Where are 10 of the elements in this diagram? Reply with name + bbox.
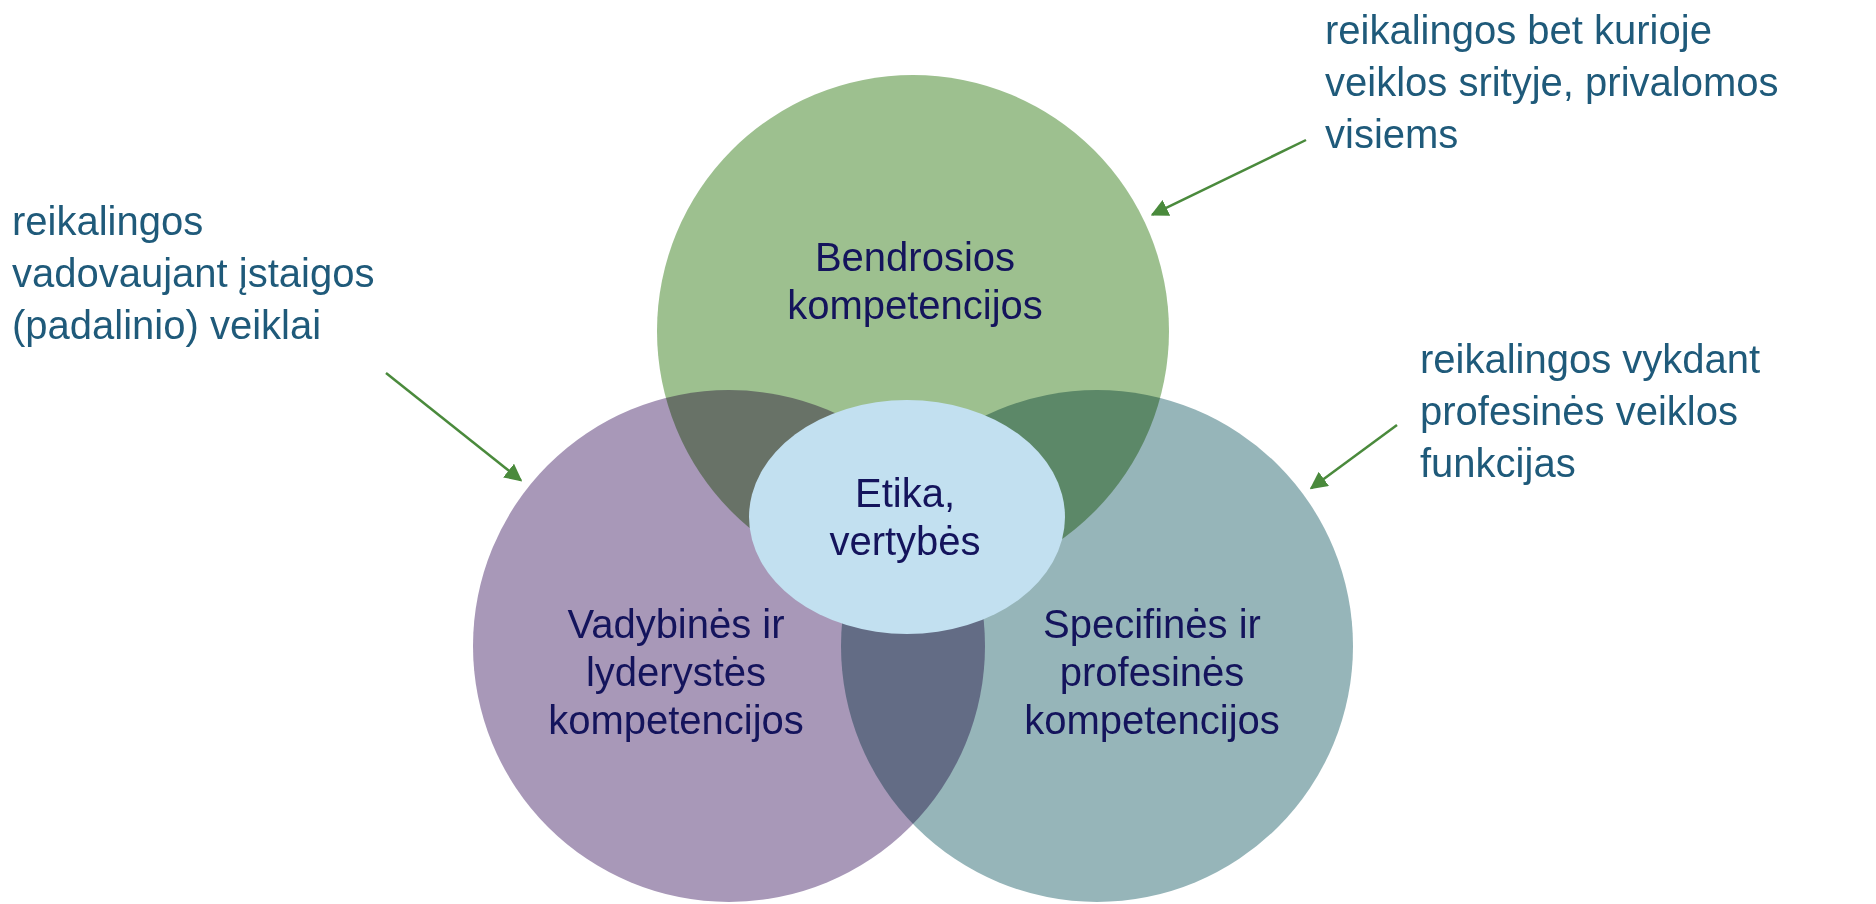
- circle-label: Bendrosios kompetencijos: [786, 234, 1044, 329]
- circle-label: Etika, vertybės: [828, 470, 982, 565]
- annotation-text: reikalingos vykdant profesinės veiklos funkcijas: [1420, 333, 1860, 489]
- arrow: [1150, 138, 1307, 216]
- annotation-text: reikalingos vadovaujant įstaigos (padalinio) veiklai: [12, 195, 412, 351]
- circle-label: Specifinės ir profesinės kompetencijos: [1023, 601, 1281, 744]
- annotation-text: reikalingos bet kurioje veiklos srityje, privalomos visiems: [1325, 4, 1835, 160]
- arrow: [1309, 424, 1398, 490]
- circle-label: Vadybinės ir lyderystės kompetencijos: [547, 601, 805, 744]
- arrow: [385, 372, 523, 482]
